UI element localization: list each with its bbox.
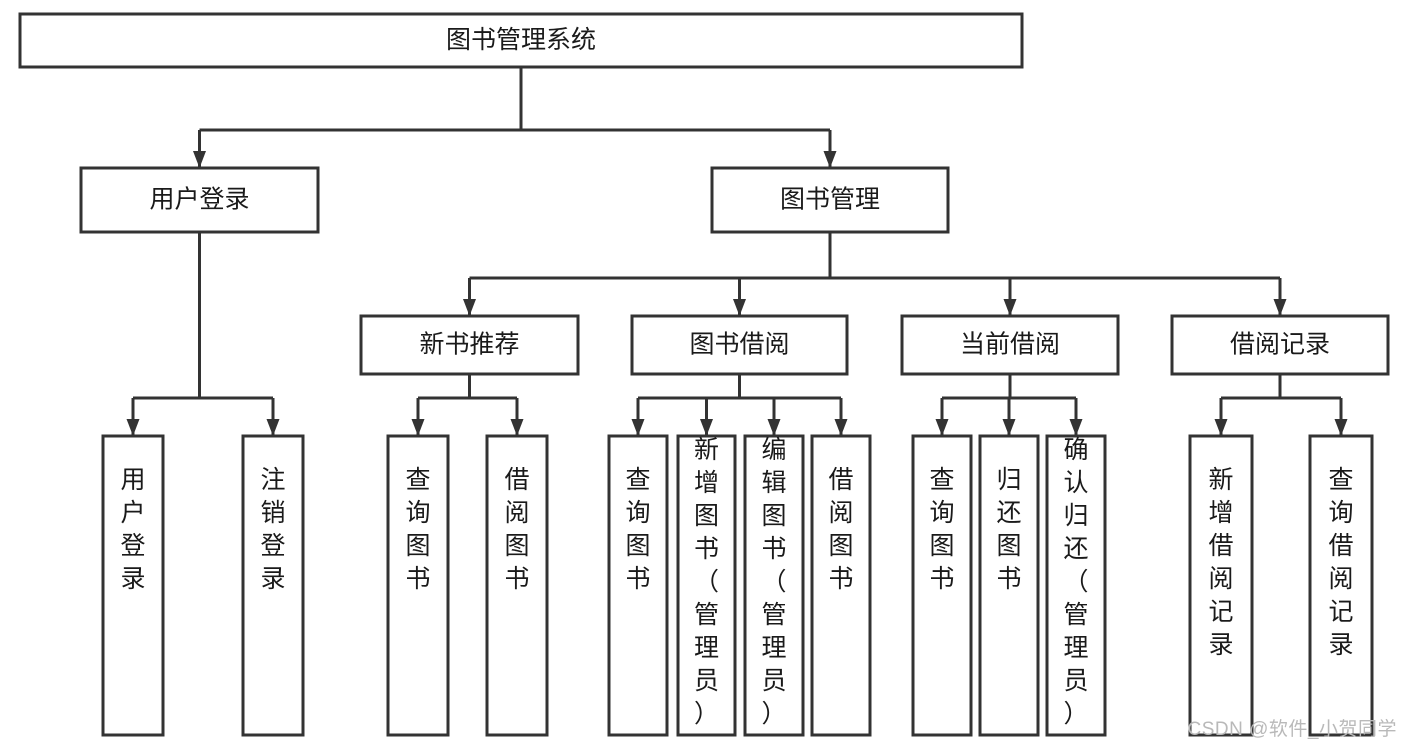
node-label-record-query-record: 查询借阅记录 [1328, 466, 1353, 659]
diagram-nodes: 图书管理系统用户登录用户登录注销登录图书管理新书推荐查询图书借阅图书图书借阅查询… [18, 12, 1390, 737]
node-label-borrow-record: 借阅记录 [1230, 331, 1330, 359]
node-root[interactable]: 图书管理系统 [18, 12, 1024, 69]
node-label-recommend-borrow-book: 借阅图书 [504, 466, 529, 593]
node-label-borrow-query-book: 查询图书 [625, 466, 650, 593]
node-current-confirm-return[interactable]: 确认归还（管理员） [1045, 434, 1107, 737]
node-label-new-book-recommend: 新书推荐 [419, 331, 519, 359]
node-current-return-book[interactable]: 归还图书 [978, 434, 1040, 737]
node-box-current-confirm-return [1045, 434, 1107, 737]
node-label-current-confirm-return: 确认归还（管理员） [1063, 436, 1088, 728]
node-user-login[interactable]: 用户登录 [79, 166, 320, 234]
node-recommend-query-book[interactable]: 查询图书 [386, 434, 450, 737]
node-label-user-login-logout: 注销登录 [260, 466, 285, 593]
node-box-current-query-book [911, 434, 973, 737]
node-borrow-edit-book[interactable]: 编辑图书（管理员） [743, 434, 805, 737]
node-new-book-recommend[interactable]: 新书推荐 [359, 314, 580, 376]
node-label-borrow-add-book: 新增图书（管理员） [694, 436, 719, 728]
node-box-record-query-record [1308, 434, 1374, 737]
node-label-current-query-book: 查询图书 [929, 466, 954, 593]
node-box-book-borrow [630, 314, 849, 376]
node-box-borrow-add-book [676, 434, 737, 737]
connector-lines [126, 67, 1348, 436]
node-label-book-management: 图书管理 [780, 186, 880, 214]
csdn-watermark: CSDN @软件_小贺同学 [1187, 719, 1397, 740]
node-label-user-login-login: 用户登录 [120, 466, 145, 593]
node-box-book-management [710, 166, 950, 234]
node-box-borrow-borrow-book [810, 434, 872, 737]
node-box-current-return-book [978, 434, 1040, 737]
node-label-borrow-borrow-book: 借阅图书 [828, 466, 853, 593]
node-box-user-login [79, 166, 320, 234]
node-label-record-add-record: 新增借阅记录 [1208, 466, 1233, 659]
node-recommend-borrow-book[interactable]: 借阅图书 [485, 434, 549, 737]
node-label-user-login: 用户登录 [149, 186, 249, 214]
node-borrow-borrow-book[interactable]: 借阅图书 [810, 434, 872, 737]
node-label-current-borrow: 当前借阅 [960, 331, 1060, 359]
node-label-book-borrow: 图书借阅 [689, 331, 789, 359]
node-borrow-query-book[interactable]: 查询图书 [607, 434, 669, 737]
node-box-root [18, 12, 1024, 69]
node-record-add-record[interactable]: 新增借阅记录 [1188, 434, 1254, 737]
node-current-query-book[interactable]: 查询图书 [911, 434, 973, 737]
node-box-recommend-borrow-book [485, 434, 549, 737]
node-record-query-record[interactable]: 查询借阅记录 [1308, 434, 1374, 737]
node-box-borrow-query-book [607, 434, 669, 737]
node-box-record-add-record [1188, 434, 1254, 737]
node-current-borrow[interactable]: 当前借阅 [900, 314, 1120, 376]
node-box-new-book-recommend [359, 314, 580, 376]
node-label-root: 图书管理系统 [446, 26, 596, 54]
node-label-borrow-edit-book: 编辑图书（管理员） [761, 436, 786, 728]
node-box-recommend-query-book [386, 434, 450, 737]
node-borrow-add-book[interactable]: 新增图书（管理员） [676, 434, 737, 737]
node-box-borrow-record [1170, 314, 1390, 376]
node-box-user-login-logout [241, 434, 305, 737]
node-user-login-logout[interactable]: 注销登录 [241, 434, 305, 737]
node-label-recommend-query-book: 查询图书 [405, 466, 430, 593]
node-book-management[interactable]: 图书管理 [710, 166, 950, 234]
node-box-current-borrow [900, 314, 1120, 376]
node-user-login-login[interactable]: 用户登录 [101, 434, 165, 737]
node-label-current-return-book: 归还图书 [996, 466, 1021, 593]
node-box-borrow-edit-book [743, 434, 805, 737]
node-borrow-record[interactable]: 借阅记录 [1170, 314, 1390, 376]
node-book-borrow[interactable]: 图书借阅 [630, 314, 849, 376]
node-box-user-login-login [101, 434, 165, 737]
